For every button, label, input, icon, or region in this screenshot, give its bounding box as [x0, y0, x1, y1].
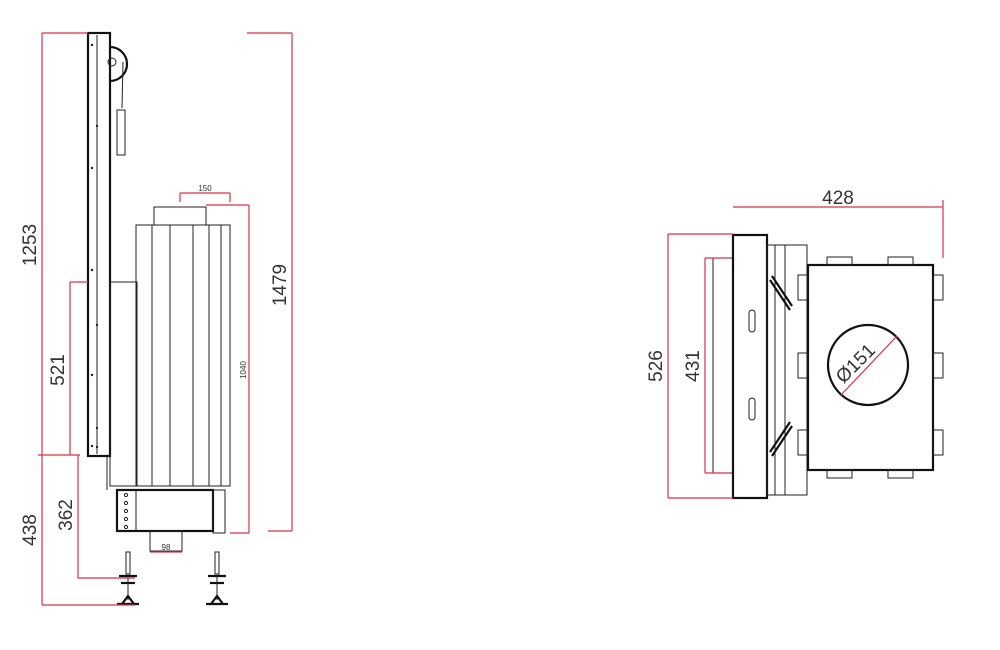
front-panel	[712, 233, 769, 500]
dim-526: 526	[646, 350, 667, 382]
inner-frame	[766, 244, 808, 496]
dimension-lines	[667, 200, 944, 499]
dim-521: 521	[48, 354, 69, 386]
dim-150: 150	[198, 184, 212, 193]
dim-431: 431	[683, 350, 704, 382]
dim-diameter-151: Ø151	[832, 340, 880, 388]
dim-362: 362	[56, 499, 77, 531]
dim-98: 98	[162, 543, 171, 552]
dim-428: 428	[822, 188, 854, 209]
dimension-lines	[38, 32, 293, 606]
pulley-icon	[107, 45, 129, 156]
flue-outlet	[826, 323, 910, 407]
adjustable-foot-right	[206, 551, 228, 606]
heater-box	[797, 256, 944, 479]
dim-1253: 1253	[20, 224, 41, 266]
dim-438: 438	[20, 514, 41, 546]
heater-body	[106, 206, 231, 490]
dim-1479: 1479	[270, 264, 291, 306]
top-view: 428 526 431 Ø151	[646, 188, 944, 500]
side-view: 1253 1479 150 1040 521 362 438 98	[20, 31, 293, 606]
column	[86, 31, 112, 458]
base-box	[115, 488, 226, 552]
adjustable-foot-left	[117, 551, 139, 606]
dim-1040: 1040	[239, 361, 248, 379]
